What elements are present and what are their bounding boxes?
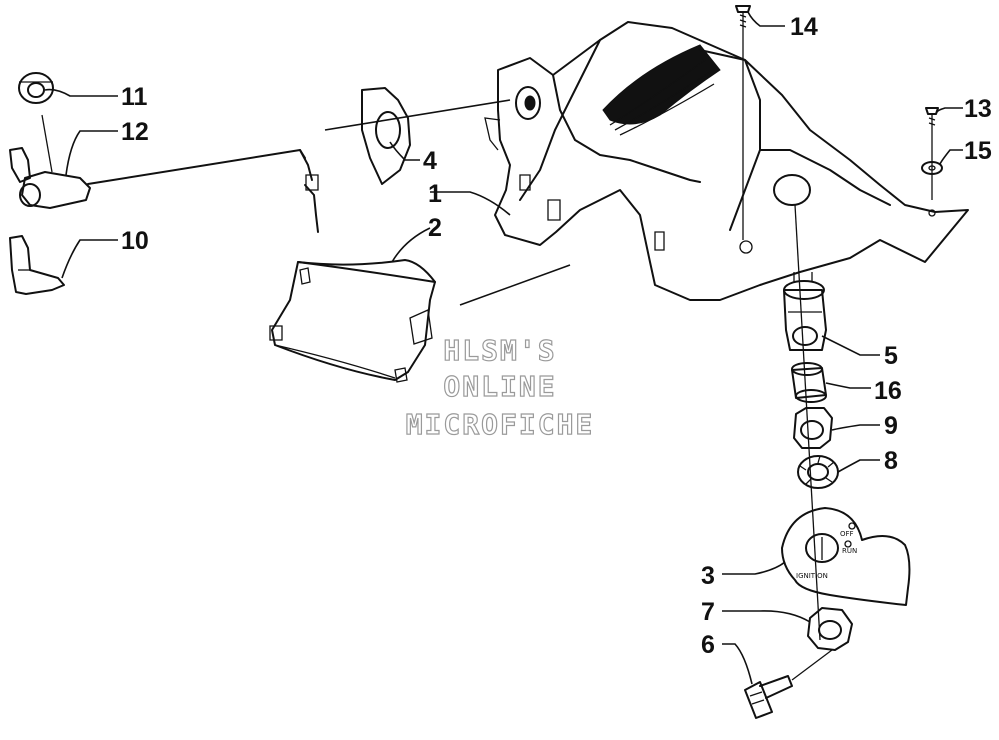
part-5-ignition-switch [783, 272, 827, 351]
leader-lines [44, 11, 963, 685]
leader-9 [831, 424, 880, 431]
reference-line [459, 264, 571, 306]
part-8-lockwasher [797, 455, 839, 489]
leader-3 [722, 561, 786, 575]
part-11-knob [18, 72, 54, 104]
plate-off-text: OFF [840, 530, 854, 538]
watermark-line-3: MICROFICHE [406, 408, 595, 441]
part-6-key [744, 649, 833, 719]
watermark: HLSM'S ONLINE MICROFICHE [405, 333, 595, 441]
plate-run-text: RUN [842, 547, 857, 555]
callout-16: 16 [874, 377, 902, 405]
part-13-screw [925, 107, 939, 200]
part-3-ignition-plate: OFF RUN IGNITION [781, 507, 911, 606]
leader-11 [44, 88, 118, 97]
part-10-lever [9, 235, 65, 295]
leader-8 [837, 459, 880, 473]
part-9-nut [793, 407, 833, 449]
callout-11: 11 [121, 83, 148, 111]
leader-5 [821, 335, 880, 356]
part-16-bushing [791, 362, 827, 403]
callout-7: 7 [701, 598, 715, 626]
callout-4: 4 [423, 147, 437, 175]
leader-14 [747, 11, 785, 27]
part-7-nut [807, 607, 853, 651]
leader-2 [391, 227, 431, 263]
callout-2: 2 [428, 214, 442, 242]
callout-13: 13 [964, 95, 992, 123]
part-14-screw [735, 5, 751, 240]
leader-1 [430, 191, 511, 216]
leader-10 [61, 239, 118, 279]
leader-7 [722, 610, 811, 623]
part-2-lower-panel [269, 259, 436, 383]
reference-line-upper [324, 99, 511, 131]
callout-1: 1 [428, 180, 442, 208]
part-12-choke-cable [9, 114, 319, 233]
leader-12 [65, 130, 118, 176]
callout-5: 5 [884, 342, 898, 370]
callout-8: 8 [884, 447, 898, 475]
callout-15: 15 [964, 137, 992, 165]
part-4-decal [361, 87, 411, 185]
leader-13 [936, 107, 963, 113]
plate-ignition-text: IGNITION [796, 572, 828, 580]
leader-6 [722, 643, 753, 685]
callout-14: 14 [790, 13, 818, 41]
part-15-washer [921, 161, 943, 175]
callout-10: 10 [121, 227, 149, 255]
watermark-line-1: HLSM'S [443, 334, 556, 367]
callout-3: 3 [701, 562, 715, 590]
leader-4 [389, 141, 420, 161]
watermark-line-2: ONLINE [443, 370, 556, 403]
callout-12: 12 [121, 118, 149, 146]
callout-6: 6 [701, 631, 715, 659]
callout-numbers: 11 12 10 4 1 2 14 13 15 5 16 9 8 3 7 6 [121, 13, 992, 659]
callout-9: 9 [884, 412, 898, 440]
part-1-console [484, 21, 969, 301]
leader-15 [939, 149, 963, 165]
leader-16 [825, 382, 871, 389]
